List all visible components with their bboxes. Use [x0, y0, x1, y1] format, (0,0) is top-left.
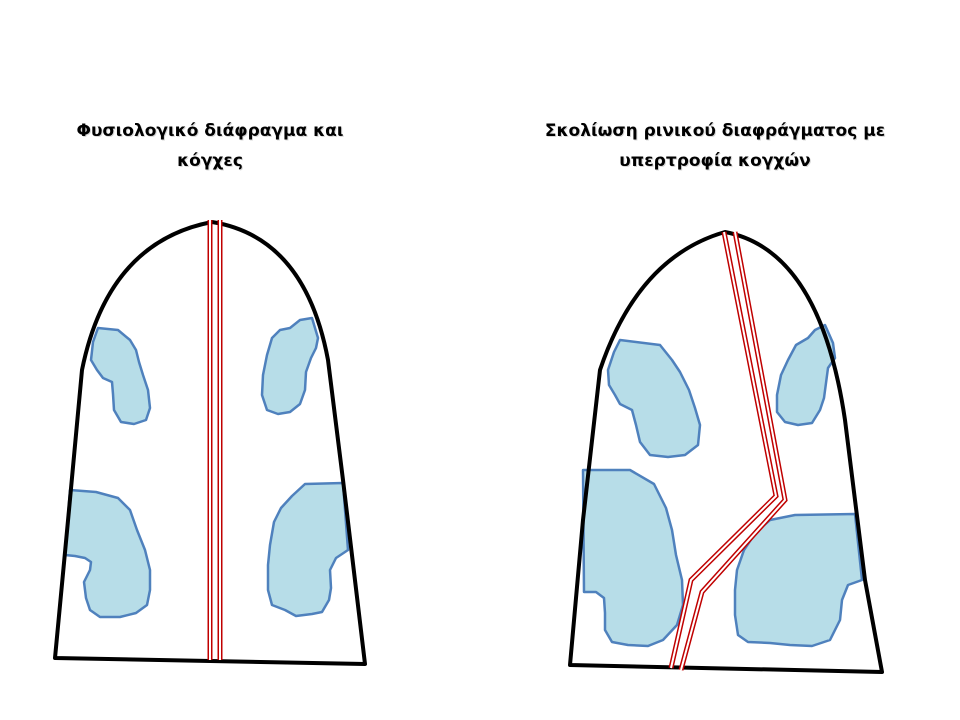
right-title-line-2: υπερτροφία κογχών [619, 151, 811, 171]
right-nasal-cavity [568, 230, 884, 674]
left-turbinate-upper-right [260, 316, 320, 416]
left-title-line-2: κόγχες [177, 151, 243, 171]
right-turbinate-lower-left [581, 468, 685, 648]
right-panel-title: Σκολίωση ρινικού διαφράγματος με υπερτρο… [505, 116, 925, 176]
right-turbinate-upper-left [606, 338, 702, 459]
left-panel-title: Φυσιολογικό διάφραγμα και κόγχες [50, 116, 370, 176]
right-turbinate-upper-right [775, 323, 837, 427]
left-septum [207, 220, 223, 660]
right-title-line-1: Σκολίωση ρινικού διαφράγματος με [544, 121, 886, 141]
left-nasal-cavity [53, 220, 367, 666]
left-turbinate-lower-right [266, 481, 350, 618]
left-turbinate-lower-left [63, 488, 152, 619]
right-septum [668, 231, 788, 671]
left-title-line-1: Φυσιολογικό διάφραγμα και [76, 121, 344, 141]
left-turbinate-upper-left [89, 326, 152, 426]
